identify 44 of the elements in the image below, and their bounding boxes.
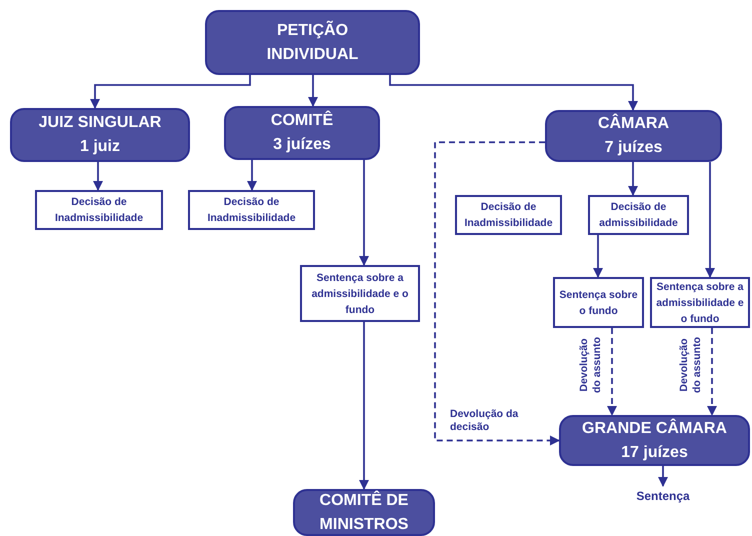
outcome-box <box>455 195 562 235</box>
outcome-box <box>553 277 644 328</box>
arrow <box>308 75 318 107</box>
box-text: 3 juízes <box>273 135 331 155</box>
arrow <box>93 162 103 191</box>
box-text: Decisão de Inadmissibilidade <box>206 195 297 226</box>
arrow <box>607 328 617 416</box>
process-box <box>10 108 190 162</box>
arrow <box>628 162 638 196</box>
arrow <box>389 75 638 111</box>
outcome-label: Sentença <box>625 486 701 506</box>
outcome-box <box>35 190 163 230</box>
process-box <box>293 489 435 536</box>
arrow <box>90 75 251 109</box>
box-text: Sentença sobre o fundo <box>558 288 639 318</box>
box-text: Decisão de Inadmissibilidade <box>54 195 144 226</box>
outcome-box <box>188 190 315 230</box>
process-box <box>545 110 722 162</box>
arrow <box>247 160 257 191</box>
box-text: Sentença sobre a admissibilidade e o fundo <box>655 280 745 326</box>
box-text: Decisão de admissibilidade <box>598 200 679 231</box>
box-text: 7 juízes <box>604 138 662 158</box>
process-box <box>205 10 420 75</box>
box-text: Sentença sobre a admissibilidade e o fundo <box>310 270 410 318</box>
outcome-box <box>300 265 420 322</box>
box-text: CÂMARA <box>598 112 670 134</box>
arrow <box>705 162 715 278</box>
box-text: 1 juiz <box>80 137 120 157</box>
arrow <box>707 328 717 416</box>
box-text: COMITÊ DE MINISTROS <box>318 490 410 534</box>
box-text: 17 juízes <box>621 442 688 462</box>
arrow <box>434 141 560 446</box>
arrow <box>359 322 369 490</box>
arrow <box>593 235 603 278</box>
box-text: GRANDE CÂMARA <box>582 418 727 438</box>
box-text: Decisão de Inadmissibilidade <box>463 200 554 231</box>
box-text: JUIZ SINGULAR <box>38 113 162 133</box>
box-text: COMITÊ <box>270 110 334 131</box>
box-text: PETIÇÃO INDIVIDUAL <box>266 20 360 64</box>
process-box <box>559 415 750 466</box>
arrow <box>658 466 668 487</box>
process-box <box>224 106 380 160</box>
arrow <box>359 160 369 266</box>
outcome-box <box>588 195 689 235</box>
